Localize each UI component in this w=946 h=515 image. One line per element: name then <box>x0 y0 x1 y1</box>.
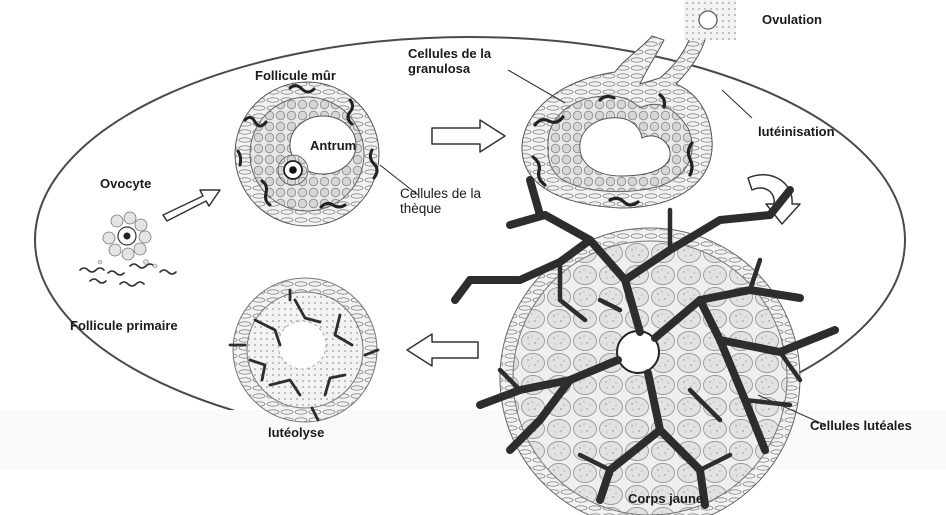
label-theque-line2: thèque <box>400 201 481 216</box>
released-oocyte <box>699 11 717 29</box>
right-arrow-icon <box>163 190 220 221</box>
primary-follicle <box>80 212 176 286</box>
label-theque: Cellules de la thèque <box>400 186 481 216</box>
label-antrum: Antrum <box>310 138 356 153</box>
label-granulosa: Cellules de la granulosa <box>408 46 491 76</box>
label-luteinisation: lutéinisation <box>758 124 835 139</box>
label-luteolyse: lutéolyse <box>268 425 324 440</box>
regressing-corpus <box>230 278 378 422</box>
label-granulosa-line1: Cellules de la <box>408 46 491 61</box>
left-arrow-icon <box>407 334 478 366</box>
label-follicule-mur: Follicule mûr <box>255 68 336 83</box>
background-band <box>0 410 946 470</box>
ovulated-follicle <box>522 0 736 208</box>
label-follicule-primaire: Follicule primaire <box>70 318 178 333</box>
label-ovulation: Ovulation <box>762 12 822 27</box>
label-cellules-luteales: Cellules lutéales <box>810 418 912 433</box>
mature-follicle <box>235 82 379 226</box>
label-ovocyte: Ovocyte <box>100 176 151 191</box>
label-granulosa-line2: granulosa <box>408 61 491 76</box>
label-theque-line1: Cellules de la <box>400 186 481 201</box>
right-arrow-icon <box>432 120 505 152</box>
label-corps-jaune: Corps jaune <box>628 491 703 506</box>
